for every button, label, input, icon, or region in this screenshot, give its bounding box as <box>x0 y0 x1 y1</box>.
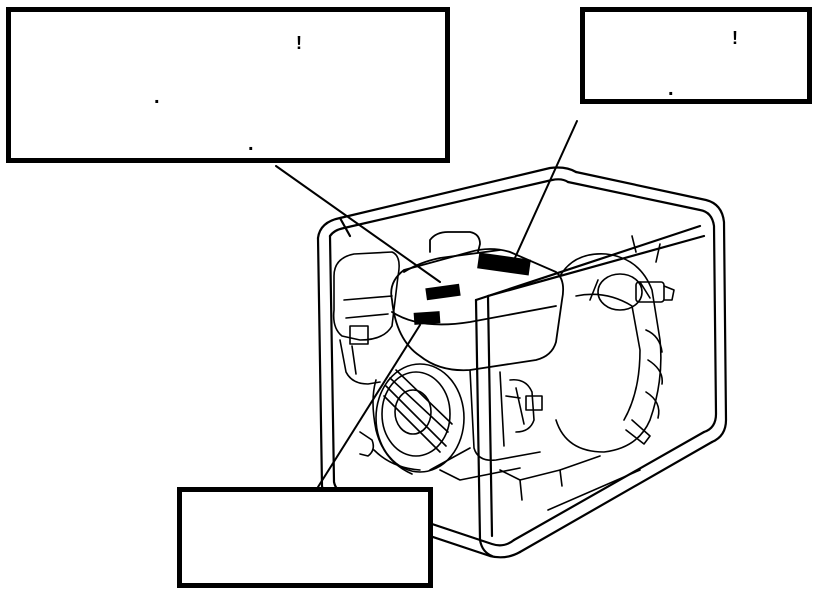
callout-top-left-exclamation: ! <box>296 33 302 53</box>
callout-box-bottom <box>177 487 433 588</box>
callout-box-top-right: ! . <box>580 7 812 104</box>
warning-decals <box>413 252 531 325</box>
recoil-starter <box>372 363 465 475</box>
air-cleaner <box>332 251 400 385</box>
callout-top-left-period-2: . <box>248 133 254 155</box>
decal-front <box>413 311 441 325</box>
decal-shroud <box>425 283 461 301</box>
engine-shroud <box>390 231 565 372</box>
base-skid <box>359 431 641 511</box>
callout-top-right-exclamation: ! <box>732 28 738 48</box>
pump-casing <box>555 235 675 453</box>
leader-line-bottom <box>317 324 421 488</box>
callout-top-left-period-1: . <box>154 86 160 108</box>
callout-top-right-period: . <box>668 78 674 100</box>
decal-top <box>477 252 531 276</box>
engine-block <box>429 369 543 481</box>
leader-line-top-right <box>513 120 578 261</box>
callout-box-top-left: ! . . <box>6 7 450 163</box>
